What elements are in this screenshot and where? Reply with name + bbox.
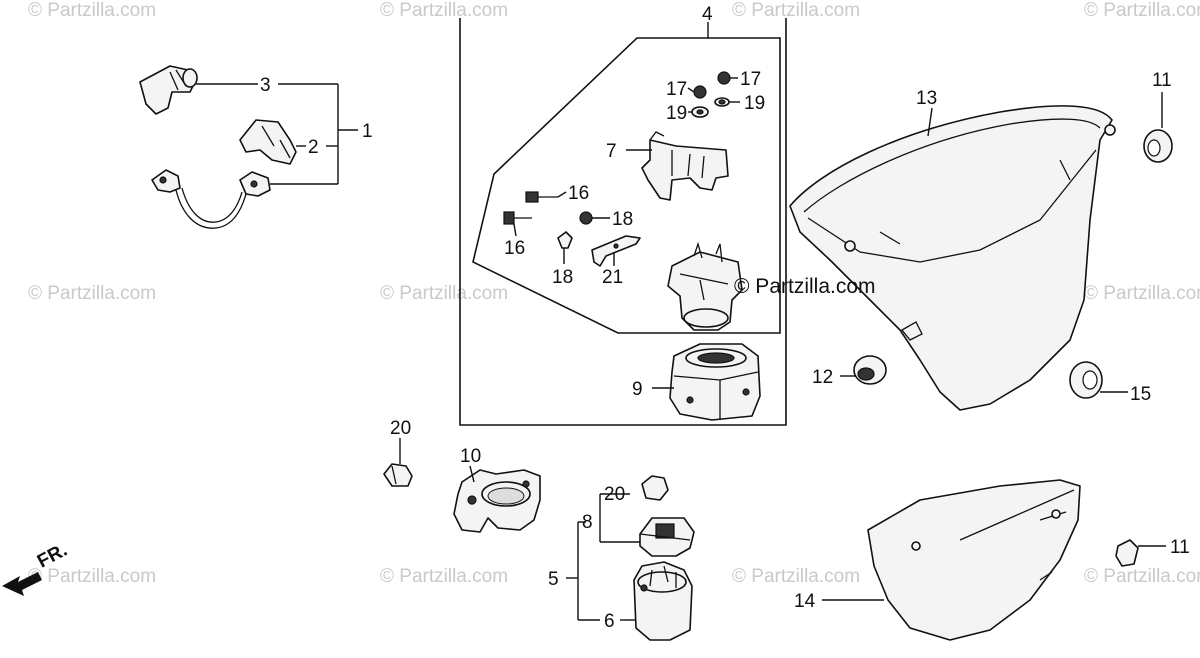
callout-8: 8 [582, 512, 593, 533]
callout-19a: 19 [666, 103, 687, 124]
callout-20b: 20 [604, 484, 625, 505]
group-4-frame [459, 18, 787, 426]
part-19-washer [691, 97, 730, 118]
part-9-rubber-mount [669, 343, 761, 421]
part-16-bolt [503, 191, 558, 225]
part-20-clip [383, 463, 413, 487]
part-17-nut [693, 71, 731, 99]
callout-18b: 18 [552, 267, 573, 288]
callout-4: 4 [702, 4, 713, 25]
part-2-holder [239, 119, 297, 165]
watermark: © Partzilla.com [732, 0, 861, 21]
callout-1: 1 [362, 121, 373, 142]
callout-12: 12 [812, 367, 833, 388]
part-20-clip [641, 475, 669, 501]
callout-6: 6 [604, 611, 615, 632]
watermark: © Partzilla.com [28, 566, 157, 587]
callout-17b: 17 [740, 69, 761, 90]
callout-13: 13 [916, 88, 937, 109]
callout-16b: 16 [504, 238, 525, 259]
callout-3: 3 [260, 75, 271, 96]
watermark: © Partzilla.com [380, 566, 509, 587]
part-18-nut [557, 211, 593, 249]
callout-10: 10 [460, 446, 481, 467]
part-relay-unit [667, 241, 743, 331]
part-13-side-cover [789, 105, 1116, 411]
watermark: © Partzilla.com [380, 283, 509, 304]
callout-5: 5 [548, 569, 559, 590]
callout-18a: 18 [612, 209, 633, 230]
part-3-cap [139, 65, 198, 115]
callout-20a: 20 [390, 418, 411, 439]
callout-21: 21 [602, 267, 623, 288]
watermark: © Partzilla.com [732, 566, 861, 587]
watermark: © Partzilla.com [1084, 0, 1200, 21]
part-21-plate [591, 235, 641, 267]
center-watermark: © Partzilla.com [734, 275, 876, 298]
part-11-grommet [1143, 129, 1173, 163]
part-6-relay-can [633, 561, 693, 641]
watermark: © Partzilla.com [28, 283, 157, 304]
part-10-band [453, 469, 541, 533]
part-14-lower-cover [867, 479, 1081, 641]
callout-11b: 11 [1170, 537, 1190, 558]
watermark: © Partzilla.com [1084, 566, 1200, 587]
watermark: © Partzilla.com [380, 0, 509, 21]
part-12-grommet [853, 355, 887, 385]
callout-11a: 11 [1152, 70, 1172, 91]
callout-7: 7 [606, 141, 617, 162]
callout-14: 14 [794, 591, 816, 612]
part-15-grommet [1069, 361, 1103, 399]
part-7-bracket [641, 131, 729, 201]
leader-lines [196, 77, 1166, 621]
callout-2: 2 [308, 137, 319, 158]
callout-17a: 17 [666, 79, 687, 100]
callout-9: 9 [632, 379, 643, 400]
callout-15: 15 [1130, 384, 1151, 405]
callout-16a: 16 [568, 183, 589, 204]
watermark: © Partzilla.com [1084, 283, 1200, 304]
arrow-down-left-icon [2, 572, 42, 596]
watermark: © Partzilla.com [28, 0, 157, 21]
direction-label: FR. [34, 540, 71, 573]
part-11-clip [1115, 539, 1139, 567]
callout-19b: 19 [744, 93, 765, 114]
part-1-wire-assembly [151, 169, 271, 229]
part-8-relay [639, 517, 695, 557]
